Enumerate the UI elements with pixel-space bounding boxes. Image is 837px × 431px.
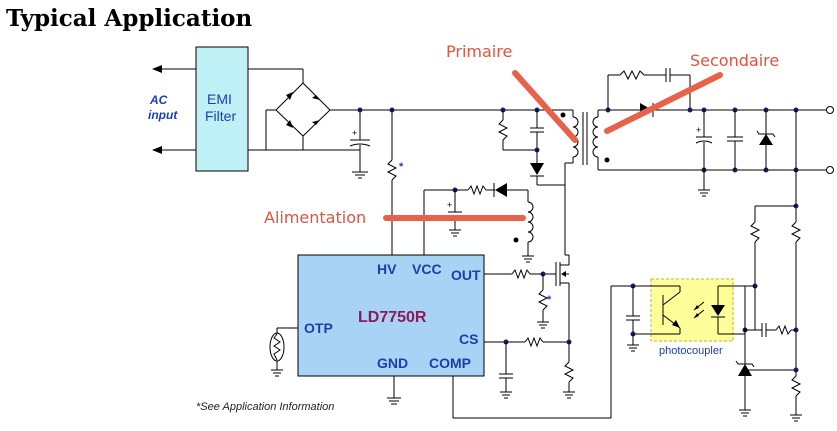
svg-text:+: + (447, 200, 452, 210)
annotation-supply: Alimentation (264, 208, 366, 227)
gate-resistor-note-mark: * (547, 294, 552, 306)
otp-thermistor (269, 327, 298, 377)
pin-otp-label: OTP (304, 320, 333, 336)
ac-input-arrows (152, 65, 196, 154)
primary-snubber (497, 107, 565, 186)
controller-name: LD7750R (358, 309, 427, 326)
comp-feedback-line (452, 283, 640, 419)
bridge-rectifier (248, 68, 340, 151)
footnote: *See Application Information (196, 401, 334, 413)
ac-input-label-line2: input (148, 108, 178, 122)
feedback-network (735, 110, 802, 422)
hv-resistor-note-mark: * (399, 161, 404, 173)
pin-hv-label: HV (377, 261, 397, 277)
pin-gnd-label: GND (377, 355, 408, 371)
svg-text:+: + (696, 125, 701, 135)
pin-cs-label: CS (459, 331, 478, 347)
emi-filter-label-line2: Filter (205, 108, 236, 124)
annotation-strokes (383, 70, 723, 221)
controller-ground (387, 376, 401, 405)
auxiliary-winding-circuit: + (423, 183, 534, 263)
page-title: Typical Application (6, 5, 253, 32)
pin-out-label: OUT (451, 267, 481, 283)
mosfet-drive (484, 254, 570, 340)
photocoupler-label: photocoupler (659, 345, 723, 357)
photocoupler-internals (633, 285, 746, 335)
ac-input-label-line1: AC (149, 93, 168, 107)
pin-vcc-label: VCC (412, 261, 442, 277)
emi-filter-label-line1: EMI (207, 91, 232, 107)
annotation-secondary: Secondaire (690, 51, 779, 70)
controller-ic (297, 254, 485, 377)
emi-filter-block (195, 46, 249, 172)
hv-startup-resistor (386, 110, 398, 255)
pin-comp-label: COMP (429, 355, 471, 371)
current-sense-network (484, 336, 575, 399)
secondary-circuit: + (598, 68, 834, 197)
annotation-primary: Primaire (446, 42, 512, 61)
transformer (560, 109, 610, 255)
bulk-capacitor: + (349, 110, 371, 179)
svg-text:+: + (352, 128, 357, 138)
